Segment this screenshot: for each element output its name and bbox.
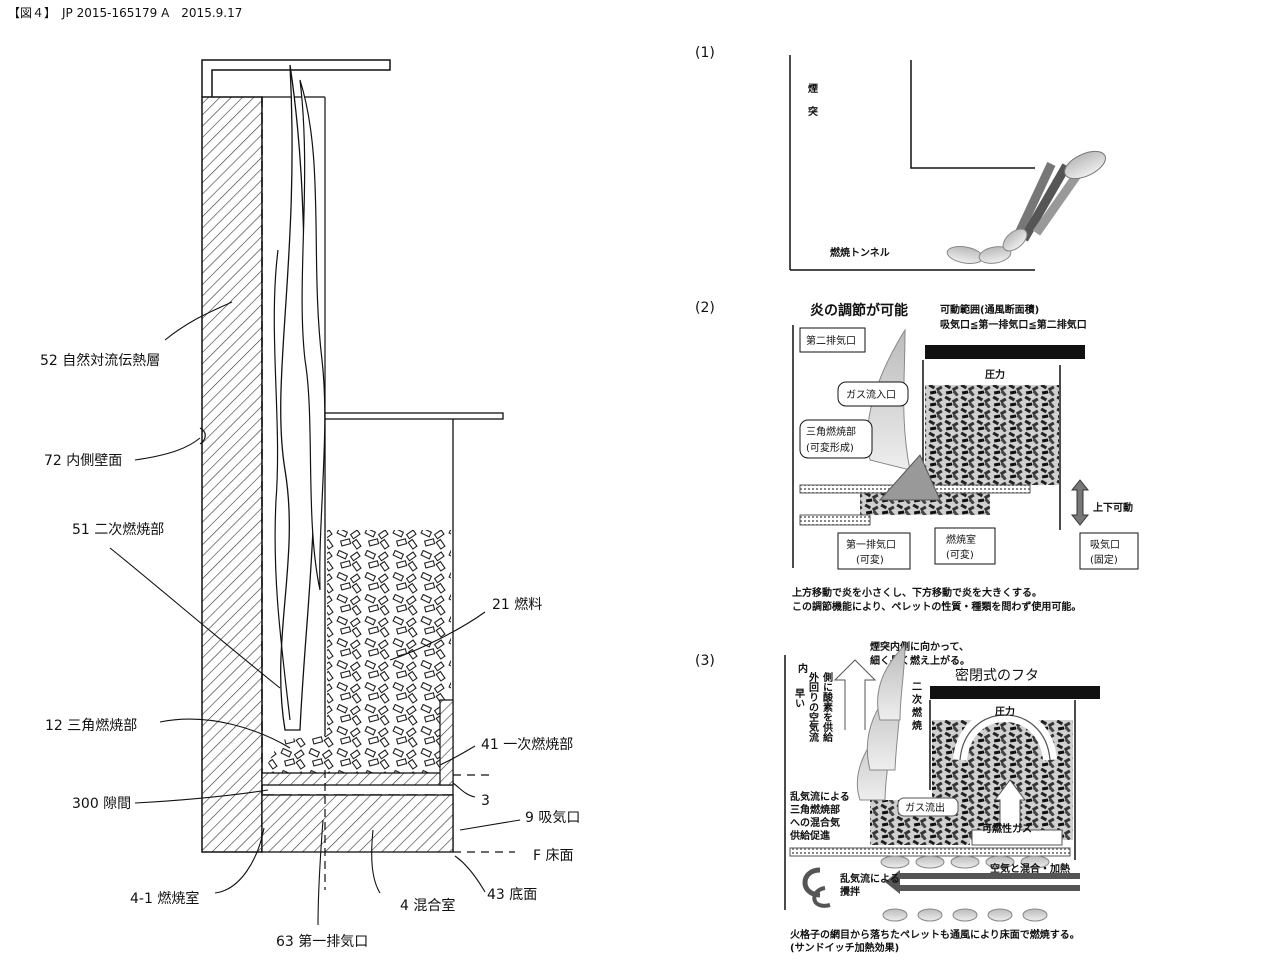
panel-3-note-2: (サンドイッチ加熱効果) xyxy=(790,941,899,954)
triangle-burn-pellets xyxy=(262,735,327,775)
label-51: 51 二次燃焼部 xyxy=(72,521,164,538)
turb-label-3: への混合気 xyxy=(790,816,840,829)
panel-1: (1) 煙 突 燃焼トンネル xyxy=(695,45,1106,271)
panel-2-number: (2) xyxy=(695,300,715,316)
panel-3-grate xyxy=(789,847,1071,857)
vertical-note: 内 外回りの空気流 側に酸素を供給 早い xyxy=(793,662,834,743)
label-72: 72 内側壁面 xyxy=(44,453,122,469)
label-63: 63 第一排気口 xyxy=(276,933,368,950)
panel-2-note-1: 上方移動で炎を小さくし、下方移動で炎を大きくする。 xyxy=(792,586,1042,599)
figure-header: 【図４】 JP 2015-165179 A 2015.9.17 xyxy=(8,6,242,20)
up-down-label: 上下可動 xyxy=(1093,501,1133,514)
label-43: 43 底面 xyxy=(487,887,537,903)
label-300: 300 隙間 xyxy=(72,796,131,812)
chimney-label-2: 突 xyxy=(808,105,818,118)
stir-label-2: 攪拌 xyxy=(840,885,860,898)
panel-3-number: (3) xyxy=(695,653,715,669)
panel-2-lid xyxy=(925,345,1085,359)
triangle-burn-label-2: (可変形成) xyxy=(806,441,854,454)
combustible-gas-label: 可燃性ガス xyxy=(982,822,1032,835)
turb-label-2: 三角燃焼部 xyxy=(790,803,840,816)
leader-lines xyxy=(109,301,521,926)
label-41: 41 一次燃焼部 xyxy=(481,736,573,753)
panel-1-pellet-illustration xyxy=(946,150,1106,264)
chamber-label-2: (可変) xyxy=(946,548,974,561)
label-F: F 床面 xyxy=(533,848,574,864)
pressure-label-3: 圧力 xyxy=(995,705,1015,718)
label-12: 12 三角燃焼部 xyxy=(45,717,137,734)
vertical-text-2: 外回りの空気流 xyxy=(807,671,820,743)
label-4: 4 混合室 xyxy=(400,897,455,914)
primary-burn-bracket xyxy=(439,699,454,786)
tunnel-label: 燃焼トンネル xyxy=(830,246,890,259)
label-3: 3 xyxy=(481,793,490,809)
sec-1: 二 xyxy=(912,681,922,693)
intake-label-2: (固定) xyxy=(1090,553,1118,566)
panel-3-note-1: 火格子の網目から落ちたペレットも通風により床面で燃焼する。 xyxy=(790,928,1080,941)
panel-2-note-2: この調節機能により、ペレットの性質・種類を問わず使用可能。 xyxy=(792,600,1081,613)
chimney-label-1: 煙 xyxy=(808,82,818,95)
vertical-text-3: 側に酸素を供給 xyxy=(821,671,834,743)
label-4-1: 4-1 燃焼室 xyxy=(130,890,199,907)
lid-label-3: 密閉式のフタ xyxy=(955,667,1039,684)
grate-plate xyxy=(261,772,453,786)
sec-3: 燃 xyxy=(912,706,923,719)
label-21: 21 燃料 xyxy=(492,596,542,613)
convection-layer-wall xyxy=(201,96,263,853)
vertical-text-1: 内 xyxy=(798,662,808,675)
panel-2-title-right-2: 吸気口≦第一排気口≦第二排気口 xyxy=(940,318,1087,331)
floor-embers xyxy=(880,855,1050,922)
fuel-pellets xyxy=(327,530,451,775)
vertical-text-4: 早い xyxy=(793,688,805,708)
main-cross-section xyxy=(199,59,515,890)
panel-2: (2) 炎の調節が可能 可動範囲(通風断面積) 吸気口≦第一排気口≦第二排気口 … xyxy=(695,300,1139,613)
panel-2-title-left: 炎の調節が可能 xyxy=(810,302,908,319)
label-52: 52 自然対流伝熱層 xyxy=(40,352,160,369)
chimney-cap xyxy=(201,59,391,97)
panel-3: (3) 煙突内側に向かって、 細く長く燃え上がる。 密閉式のフタ 圧力 可燃性ガ… xyxy=(695,640,1100,954)
label-9: 9 吸気口 xyxy=(525,810,580,826)
hopper-lid xyxy=(324,412,504,420)
first-exhaust-label-1: 第一排気口 xyxy=(846,538,896,551)
panel-2-pellet-bed xyxy=(925,385,1059,485)
sec-4: 焼 xyxy=(912,719,922,732)
gas-inlet-label: ガス流入口 xyxy=(846,388,896,401)
panel-3-top-note-1: 煙突内側に向かって、 xyxy=(870,640,969,653)
panel-3-top-note-2: 細く長く燃え上がる。 xyxy=(870,654,970,667)
pressure-label-2: 圧力 xyxy=(985,368,1005,381)
chamber-label-1: 燃焼室 xyxy=(946,533,976,546)
gas-out-label: ガス流出 xyxy=(905,801,945,814)
turb-label-4: 供給促進 xyxy=(789,829,831,842)
sec-2: 次 xyxy=(912,693,922,706)
secondary-combustion-label: 二 次 燃 焼 xyxy=(912,681,923,732)
panel-2-title-right-1: 可動範囲(通風断面積) xyxy=(940,303,1039,316)
panel-3-lid xyxy=(930,686,1100,699)
up-down-arrow xyxy=(1070,479,1090,526)
intake-label-1: 吸気口 xyxy=(1090,538,1120,551)
second-exhaust-label: 第二排気口 xyxy=(806,334,856,347)
triangle-burn-label-1: 三角燃焼部 xyxy=(806,425,856,438)
stir-label-1: 乱気流による xyxy=(840,872,900,885)
first-exhaust-label-2: (可変) xyxy=(856,553,884,566)
turb-label-1: 乱気流による xyxy=(790,790,850,803)
mixing-chamber-base xyxy=(261,794,454,853)
mix-label: 空気と混合・加熱 xyxy=(990,862,1070,875)
panel-1-number: (1) xyxy=(695,45,715,61)
